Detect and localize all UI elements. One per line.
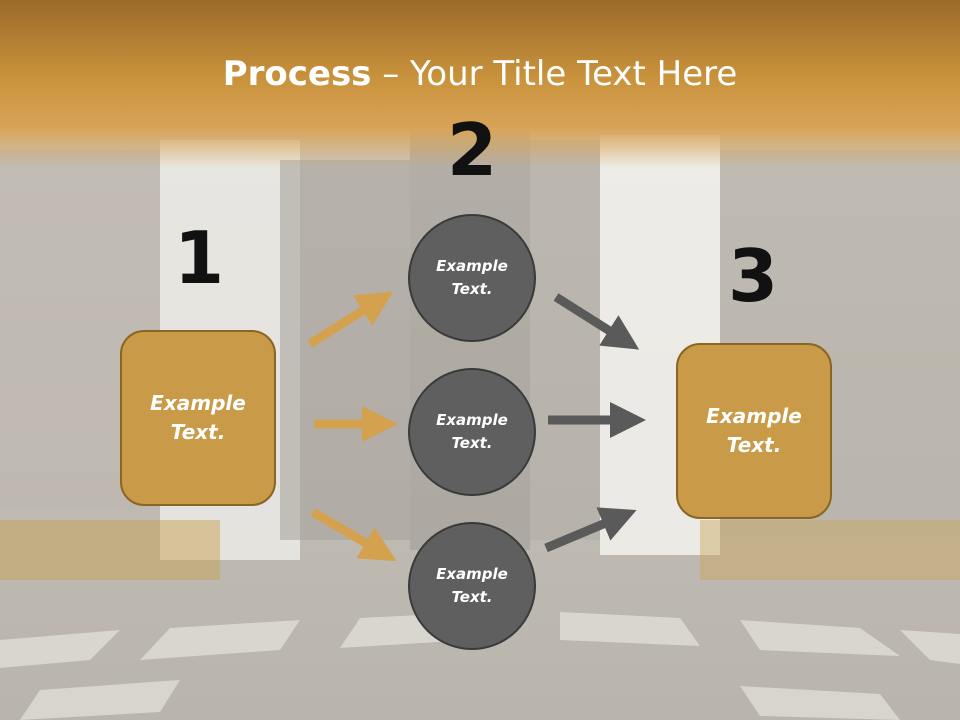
middle-circle-label: Example Text. <box>436 411 508 452</box>
step-number-1: 1 <box>173 216 225 300</box>
title-bold: Process <box>222 54 372 94</box>
right-box: Example Text. <box>676 343 832 519</box>
bottom-circle: Example Text. <box>408 522 536 650</box>
right-box-label: Example Text. <box>706 404 802 457</box>
step-number-3: 3 <box>727 234 779 318</box>
left-box-label: Example Text. <box>150 391 246 444</box>
arrow-from-top-circle <box>553 293 640 350</box>
arrow-to-bottom-circle <box>310 508 397 562</box>
top-circle-label: Example Text. <box>436 257 508 298</box>
slide-title: Process – Your Title Text Here <box>0 52 960 96</box>
left-box: Example Text. <box>120 330 276 506</box>
bottom-circle-label: Example Text. <box>436 565 508 606</box>
middle-circle: Example Text. <box>408 368 536 496</box>
title-rest: – Your Title Text Here <box>371 54 738 94</box>
step-number-2: 2 <box>446 108 498 192</box>
arrow-to-top-circle <box>307 291 394 348</box>
arrow-from-bottom-circle <box>544 507 637 553</box>
top-circle: Example Text. <box>408 214 536 342</box>
